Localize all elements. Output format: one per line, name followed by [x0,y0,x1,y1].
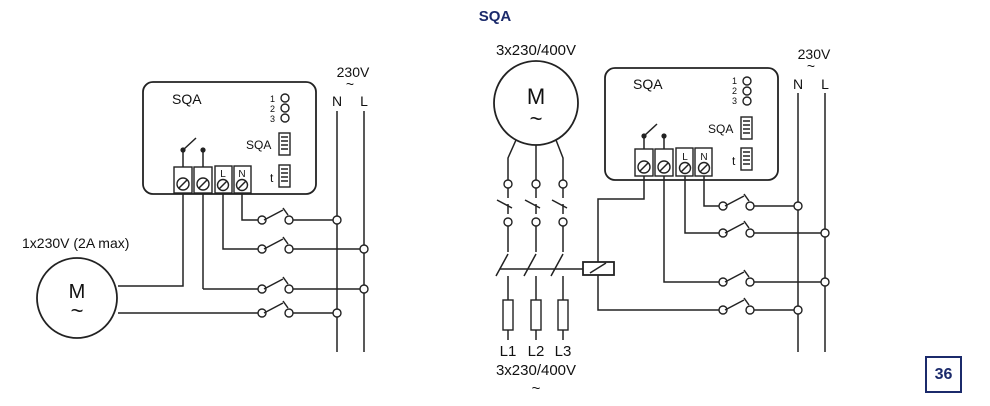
page-number-badge: 36 [925,356,962,393]
right-motor-symbol: M [527,84,545,109]
left-terminal-block [173,165,252,194]
right-motor-lead-1 [507,139,517,180]
left-led-3-icon [280,113,290,123]
left-diagram: 230V ~ N L SQA 1 2 3 SQA [22,64,370,352]
right-relay-contact-icon [641,123,667,149]
left-neutral-feed-wire [241,193,262,221]
left-led-1-label: 1 [270,94,275,104]
right-line-feed-wire [684,176,723,234]
right-led-3-label: 3 [732,96,737,106]
right-phase-L2: L2 [528,343,545,360]
left-led-2-label: 2 [270,104,275,114]
right-switch-1-icon [718,193,798,211]
left-line-label: L [360,93,368,109]
right-terminal-L: L [682,152,688,163]
left-junction [359,244,369,254]
right-t-knob-icon [740,147,753,171]
left-knob-t-label: t [270,171,274,185]
left-motor-tilde: ~ [71,298,84,323]
left-line-feed-wire [222,193,262,250]
right-bottom-tilde: ~ [532,380,541,397]
left-motor-wire-1 [118,193,184,287]
right-supply-tilde: ~ [807,58,815,74]
right-led-1-label: 1 [732,76,737,86]
right-sqa-label: SQA [633,76,663,92]
right-diagram: 3x230/400V M ~ [493,42,831,397]
left-junction [359,284,369,294]
left-sqa-knob-icon [278,132,291,156]
right-switch-4-icon [718,297,798,315]
right-fuses-icon [502,299,569,340]
left-terminal-N: N [238,169,245,180]
left-terminal-L: L [220,169,226,180]
left-t-knob-icon [278,164,291,188]
left-led-3-label: 3 [270,114,275,124]
right-phase-L3: L3 [555,343,572,360]
right-coil-wire-2 [597,275,723,311]
right-supply-voltage: 230V [798,46,831,62]
right-switch-3-icon [718,269,825,287]
left-switch-4-icon [257,300,337,318]
right-motor-lead-3 [555,139,564,180]
right-junction [793,305,803,315]
right-led-2-label: 2 [732,86,737,96]
left-relay-contact-icon [180,137,206,167]
left-neutral-label: N [332,93,342,109]
left-switch-1-icon [257,207,337,225]
left-motor-symbol: M [69,281,86,303]
left-supply-voltage: 230V [337,64,370,80]
right-neutral-feed-wire [703,176,723,207]
right-motor-voltage: 3x230/400V [496,42,576,59]
right-switch-2-icon [718,220,825,238]
left-junction [332,308,342,318]
right-motor-tilde: ~ [530,106,543,131]
right-contactor-icon [495,179,583,300]
right-phase-L1: L1 [500,343,517,360]
right-knob-sqa-label: SQA [708,122,733,136]
right-bottom-voltage: 3x230/400V [496,362,576,379]
left-motor-rating: 1x230V (2A max) [22,235,129,251]
left-motor-icon [36,257,118,339]
left-junction [332,215,342,225]
left-switch-3-icon [257,276,364,294]
left-knob-sqa-label: SQA [246,138,271,152]
right-led-2-icon [742,86,752,96]
right-led-1-icon [742,76,752,86]
left-led-1-icon [280,93,290,103]
right-junction [820,228,830,238]
left-switch-2-icon [257,236,364,254]
right-coil-mark [589,262,607,274]
left-sqa-module [142,81,317,195]
right-coil-wire-1 [597,176,645,262]
right-led-3-icon [742,96,752,106]
right-relay-out-wire [663,176,723,283]
page-title: SQA [478,8,512,25]
right-sqa-knob-icon [740,116,753,140]
right-terminal-N: N [700,152,707,163]
right-junction [793,201,803,211]
left-sqa-label: SQA [172,91,202,107]
left-led-2-icon [280,103,290,113]
left-supply-tilde: ~ [346,76,354,92]
right-line-label: L [821,76,829,92]
right-neutral-label: N [793,76,803,92]
right-junction [820,277,830,287]
right-knob-t-label: t [732,154,736,168]
